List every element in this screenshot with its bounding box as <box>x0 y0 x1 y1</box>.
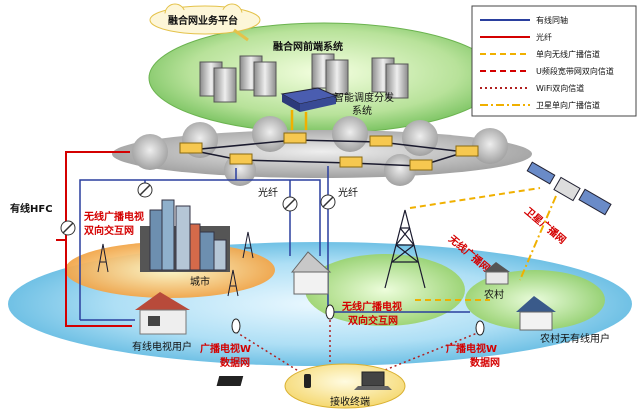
server-cluster <box>199 53 409 103</box>
legend-label-2: 单向无线广播信道 <box>536 49 600 59</box>
platform-label: 融合网业务平台 <box>168 14 238 27</box>
center-house <box>290 251 332 295</box>
fiber-label-1: 光纤 <box>258 186 278 199</box>
small-tower-icons <box>97 231 254 297</box>
satellite-icon <box>526 161 612 216</box>
center-net-label-2: 双向交互网 <box>348 314 398 327</box>
city-net-label-2: 双向交互网 <box>84 224 134 237</box>
data-net2-label-1: 广播电视W <box>446 342 497 355</box>
terminal-label: 接收终端 <box>330 395 370 408</box>
legend-label-3: U频段宽带网双向信道 <box>536 66 614 76</box>
wireless-links <box>409 187 541 301</box>
data-net1-label-2: 数据网 <box>220 356 250 369</box>
rural-user-label: 农村无有线用户 <box>540 332 610 345</box>
rural-user-house <box>516 296 556 331</box>
platform-arrow <box>233 28 249 42</box>
city-label: 城市 <box>190 275 210 288</box>
core-routers <box>179 132 479 171</box>
center-zone <box>305 254 465 326</box>
wifi-links <box>235 320 481 373</box>
broadcast-tower-icon <box>384 209 426 289</box>
legend-label-4: WiFi双向信道 <box>536 83 584 93</box>
legend-label-5: 卫星单向广播信道 <box>536 100 600 110</box>
fiber-lines <box>56 151 132 327</box>
cable-user-house <box>135 292 190 335</box>
legend-label-0: 有线同轴 <box>536 15 568 25</box>
data-net1-label-1: 广播电视W <box>200 342 251 355</box>
dispatch-router-icon <box>280 87 338 112</box>
satellite-bcast-label: 卫星广播网 <box>522 204 569 246</box>
fiber-node-icon <box>137 182 336 212</box>
satellite-link <box>519 195 557 281</box>
village-house <box>484 262 510 285</box>
core-ring <box>189 139 466 167</box>
hfc-node-icon <box>60 220 76 236</box>
receiver-node-icons <box>231 304 485 336</box>
legend-label-1: 光纤 <box>536 32 552 42</box>
frontend-title: 融合网前端系统 <box>273 40 343 53</box>
platform-cloud <box>149 3 261 35</box>
dispatch-label-2: 系统 <box>352 104 372 117</box>
city-buildings <box>140 199 230 272</box>
cable-user-label: 有线电视用户 <box>132 340 192 353</box>
center-net-label-1: 无线广播电视 <box>341 300 402 313</box>
fiber-label-2: 光纤 <box>338 186 358 199</box>
data-net2-label-2: 数据网 <box>470 356 500 369</box>
dispatch-label-1: 智能调度分发 <box>334 91 394 104</box>
terminal-devices <box>216 371 392 390</box>
city-net-label-1: 无线广播电视 <box>83 210 144 223</box>
village-label: 农村 <box>484 288 504 301</box>
hfc-label: 有线HFC <box>10 202 53 215</box>
